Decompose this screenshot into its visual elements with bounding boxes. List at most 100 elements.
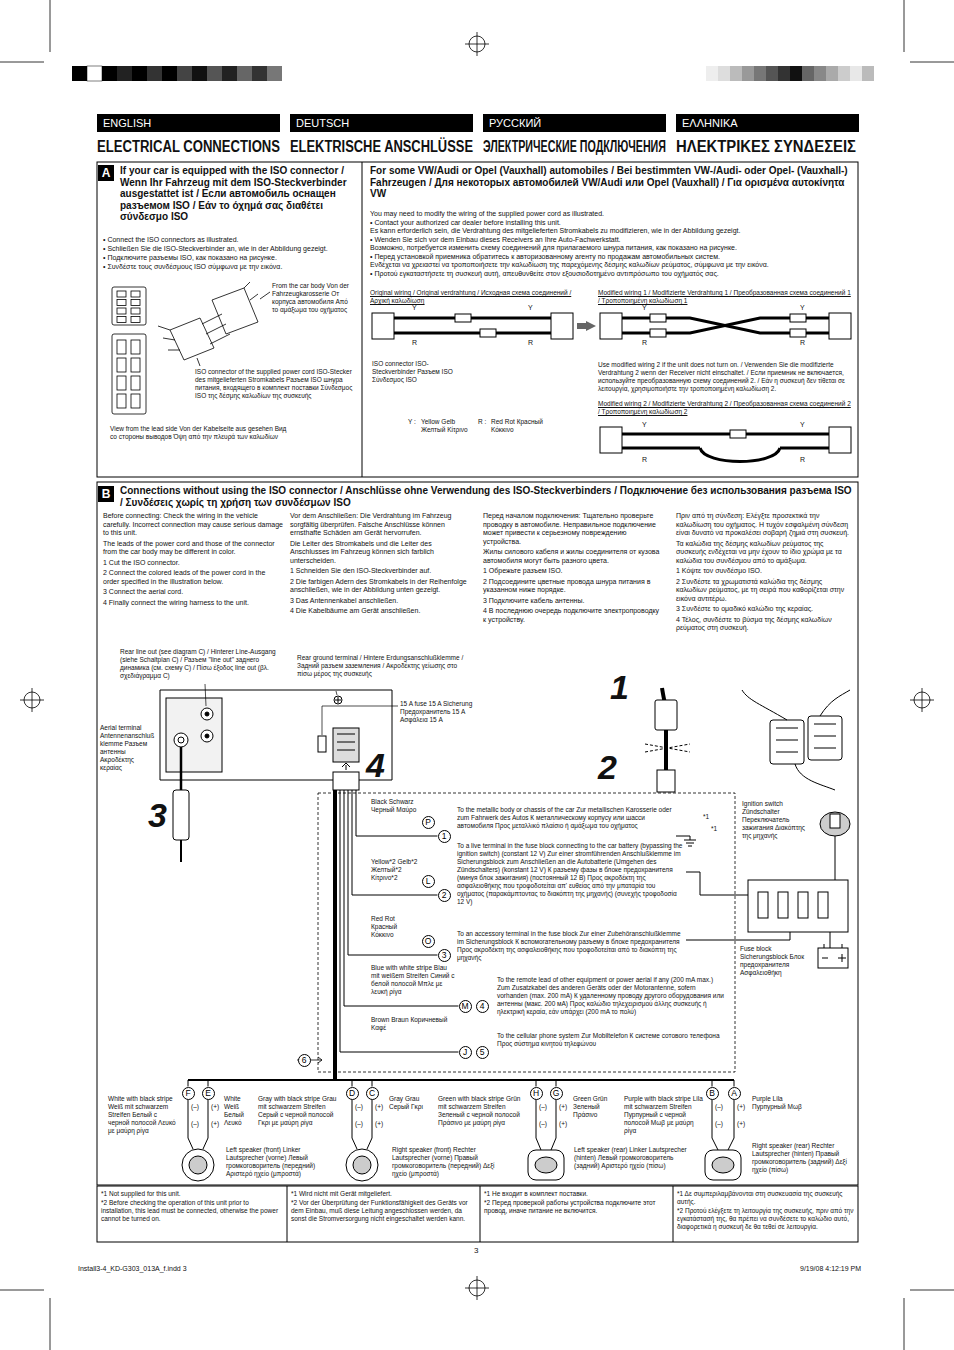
section-badge: A [98,165,114,181]
text-column: *1 Not supplied for this unit.*2 Before … [101,1190,283,1224]
text-column: Перед началом подключения: Тщательно про… [483,512,663,626]
caption-text: Πριν από τη σύνδεση: Ελέγξτε προσεκτικά … [676,512,854,538]
caption-text: R [528,339,538,348]
caption-text: Right speaker (rear) Rechter Lautspreche… [752,1142,852,1174]
color-bar [177,66,192,81]
caption-text: Use modified wiring 2 if the unit does n… [598,361,853,393]
step-number: 1 [610,670,640,704]
node-text: H [533,1088,539,1098]
print-marks [465,32,489,56]
flow-arrow [577,323,586,329]
terminal-letter: E [202,1087,215,1100]
caption-text: 4 Finally connect the wiring harness to … [103,599,283,608]
caption-text: Right speaker (front) Rechter Lautsprech… [392,1146,510,1178]
caption-text: • Schließen Sie die ISO-Steckverbinder a… [103,245,358,254]
caption-text: 15 A fuse 15 A Sicherung Предохранитель … [400,700,485,724]
caption-text: • Подключите разъемы ISO, как показано н… [103,254,358,263]
terminal-letter: 1 [438,830,451,843]
harness-plug [346,765,347,770]
caption-text: R [800,339,810,348]
terminal-letter: B [706,1087,719,1100]
speaker-leads [712,1100,734,1151]
color-bar [267,66,282,81]
speaker-leads [352,1100,372,1150]
iso-connector-view [117,340,126,354]
node-text: D [349,1088,355,1098]
caption-text: To a live terminal in the fuse block con… [457,842,683,906]
caption-text: *2 Vor der Überprüfung der Funktionsfähi… [291,1199,476,1223]
ignition-and-fuse-block [820,812,850,836]
node-text: Modified wiring 1 / Modifizierte Verdrah… [598,289,853,305]
caption-text: 1 Κόψτε τον συνδέσμο ISO. [676,567,854,576]
harness [188,1080,734,1087]
head-unit-rear [205,734,209,738]
section-frame [287,1186,673,1242]
caption-text: The leads of the power cord and those of… [103,540,283,557]
language-tab: DEUTSCH [290,114,473,132]
print-slug: Install3-4_KD-G303_013A_f.indd 3 [78,1264,187,1273]
node-text: P [425,817,431,827]
caption-text: *2 Перед проверкой работы устройства под… [484,1199,669,1215]
caption-text: Yellow Gelb Желтый Κίτρινο [421,418,473,434]
color-bar [87,66,102,81]
caption-text: Blue with white stripe Blau mit weißem S… [371,964,457,996]
caption-text: • Contact your authorized car dealer bef… [370,219,852,228]
node-text: 1 [442,831,447,841]
caption-text: To the remote lead of other equipment or… [497,976,727,1016]
polarity-mark: (+) [375,1103,383,1111]
section-heading: Connections without using the ISO connec… [120,485,852,508]
node-text: C [369,1088,375,1098]
caption-text: 4 Τέλος, συνδέστε το βύσμα της δέσμης κα… [676,616,854,633]
caption-text: Y [800,421,810,430]
wiring-diagram: Modified wiring 1 / Modifizierte Verdrah… [598,289,853,357]
text-column: *1 Δε συμπεριλαμβάνονται στη συσκευασία … [677,1190,855,1232]
caption-text: 4 В последнюю очередь подключите электро… [483,607,663,624]
node-text: L [426,876,431,886]
caption-text: Red Rot Красный Κόκκινο [371,915,421,939]
caption-text: 3 Das Antennenkabel anschließen. [290,597,470,606]
ignition-and-fuse-block [748,880,848,932]
head-unit-rear [201,708,213,720]
language-tab: ENGLISH [97,114,280,132]
polarity-mark: (+) [211,1103,219,1111]
ignition-and-fuse-block [835,836,836,880]
caption-text: Aerial terminal Antennenanschlußklemme Р… [100,724,157,772]
section-frame [362,162,363,477]
speaker-drawing [528,1150,564,1180]
node-text: B [709,1088,715,1098]
caption-text: *1 Δε συμπεριλαμβάνονται στη συσκευασία … [677,1190,855,1206]
polarity-mark: (+) [211,1120,219,1128]
node-text: ENGLISH [103,117,151,129]
section-heading: For some VW/Audi or Opel (Vauxhall) auto… [370,165,852,200]
print-marks [20,688,44,712]
head-unit-rear [205,684,398,735]
caption-text: Green with black stripe Grün mit schwarz… [438,1095,528,1127]
color-bar [718,66,730,81]
caption-text: Yellow*2 Gelb*2 Желтый*2 Κίτρινο*2 [371,858,421,882]
iso-connector-view [131,300,140,306]
terminal-letter: G [550,1087,563,1100]
polarity-mark: (–) [355,1120,363,1128]
iso-plug-drawing [202,314,230,344]
wiring-original [480,329,496,337]
language-tab: РУССКИЙ [483,114,666,132]
caption-text: Y [642,421,652,430]
caption-text: • Προτού εγκαταστήσετε τη συσκευή αυτή, … [370,270,852,279]
iso-connector-view [131,358,140,372]
wiring-original [551,313,573,339]
color-bar [778,66,790,81]
color-bar [192,66,207,81]
wiring-diagram: Original wiring / Original verdrahtung /… [370,289,575,357]
iso-connector-view [112,287,146,325]
caption-text: Purple with black stripe Lila mit schwar… [624,1095,706,1135]
wiring-modified-2 [600,427,851,462]
node-text: 5 [480,1047,485,1057]
head-unit-rear [335,697,341,703]
caption-text: To an accessory terminal in the fuse blo… [457,930,683,962]
text-column: Before connecting: Check the wiring in t… [103,512,283,609]
iso-plug-drawing [197,292,270,366]
aerial-cord [180,747,183,790]
caption-text: R : [478,418,491,426]
node-text: J [463,1047,467,1057]
head-unit-rear [166,698,222,772]
